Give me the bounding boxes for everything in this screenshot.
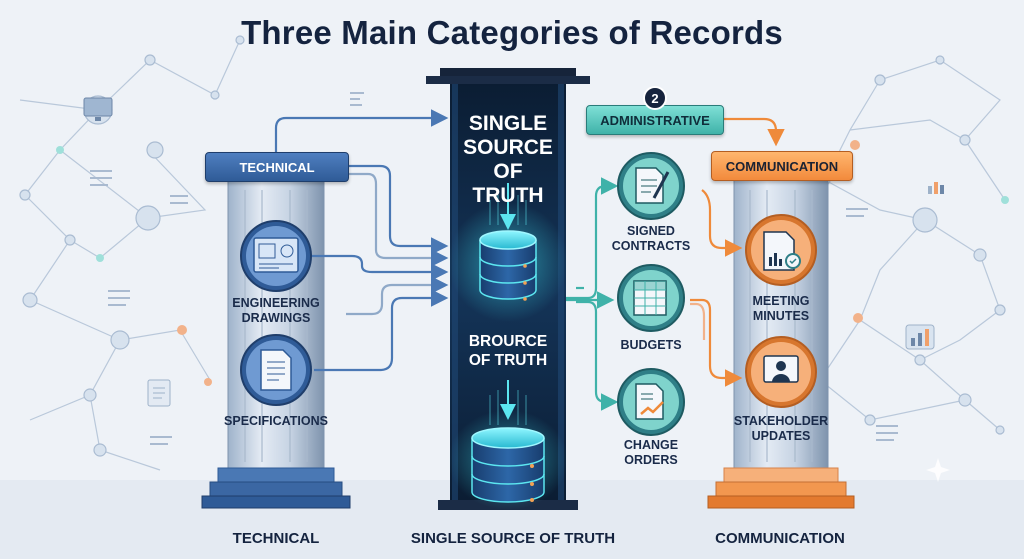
presentation-person-icon [745, 336, 817, 408]
engineering-drawings-label: ENGINEERING DRAWINGS [232, 296, 320, 325]
list-marks [90, 92, 898, 445]
stakeholder-updates-label: STAKEHOLDER UPDATES [733, 414, 829, 443]
technical-bottom-label: TECHNICAL [232, 530, 320, 547]
minutes-chart-icon [745, 214, 817, 286]
communication-pillar [707, 179, 855, 509]
meeting-minutes-label: MEETING MINUTES [752, 294, 810, 323]
database-icon [479, 230, 537, 301]
sparkle-icon [926, 458, 950, 482]
administrative-plaque: ADMINISTRATIVE [586, 105, 724, 135]
monitor-icon [83, 97, 113, 121]
blueprint-icon [240, 220, 312, 292]
communication-plaque: COMMUNICATION [711, 151, 853, 181]
signed-contract-icon [617, 152, 685, 220]
communication-arrows [690, 117, 785, 387]
budgets-label: BUDGETS [620, 338, 682, 352]
center-top-text: SINGLE SOURCE OF TRUTH [463, 112, 553, 207]
signed-contracts-label: SIGNED CONTRACTS [611, 224, 691, 253]
communication-bottom-label: COMMUNICATION [715, 530, 845, 547]
administrative-arrows [566, 177, 619, 411]
technical-arrows [274, 109, 449, 372]
spreadsheet-icon [617, 264, 685, 332]
center-mid-text: BROURCE OF TRUTH [468, 333, 548, 369]
step-badge: 2 [643, 86, 667, 110]
document-icon [240, 334, 312, 406]
change-orders-label: CHANGE ORDERS [623, 438, 679, 467]
file-icon [147, 379, 171, 407]
technical-plaque: TECHNICAL [205, 152, 349, 182]
trend-document-icon [617, 368, 685, 436]
center-bottom-label: SINGLE SOURCE OF TRUTH [410, 530, 616, 547]
page-title: Three Main Categories of Records [241, 14, 783, 51]
database-icon [471, 427, 545, 503]
bar-chart-icon [905, 182, 944, 350]
specifications-label: SPECIFICATIONS [224, 414, 328, 428]
